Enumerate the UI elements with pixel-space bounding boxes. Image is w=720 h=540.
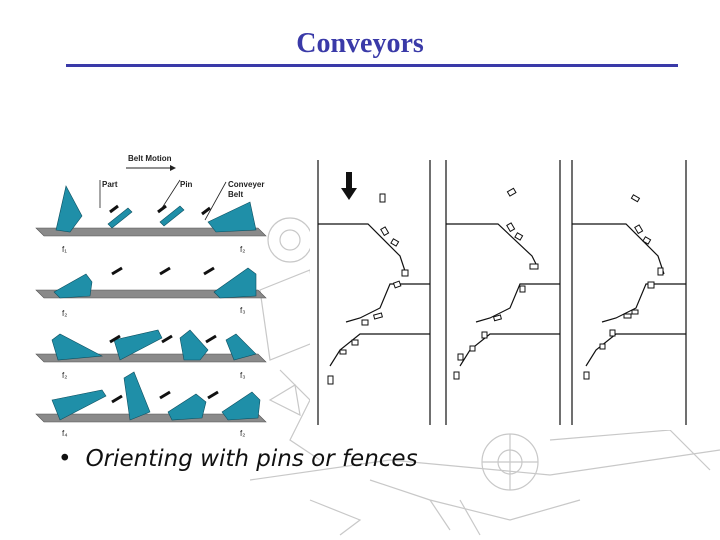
part xyxy=(54,274,92,298)
bullet-text: Orienting with pins or fences xyxy=(86,446,418,472)
pin xyxy=(204,268,214,274)
pin xyxy=(110,206,118,212)
belt-label: Belt xyxy=(228,190,243,199)
part xyxy=(168,394,206,420)
pin-orientation-figure: Belt Motion Part Pin Conveyer Belt f₁ f₂… xyxy=(30,150,270,440)
part-label: Part xyxy=(102,180,118,189)
pin xyxy=(160,392,170,398)
pin xyxy=(112,268,122,274)
pin xyxy=(162,336,172,342)
belt-motion-arrowhead xyxy=(170,165,176,171)
f2-label: f₂ xyxy=(240,429,245,438)
bullet-dot: • xyxy=(58,446,72,472)
conveyer-label: Conveyer xyxy=(228,180,264,189)
f3-label: f₃ xyxy=(240,306,245,315)
pin xyxy=(160,268,170,274)
f2-label: f₂ xyxy=(240,245,245,254)
slide-title: Conveyors xyxy=(0,28,720,60)
part xyxy=(222,392,260,420)
pin-leader xyxy=(162,180,180,208)
part xyxy=(180,330,208,360)
bullet-item: • Orienting with pins or fences xyxy=(58,446,418,472)
pin xyxy=(208,392,218,398)
part xyxy=(56,186,82,232)
part xyxy=(208,202,256,232)
pin-label: Pin xyxy=(180,180,193,189)
f2-label: f₂ xyxy=(62,309,67,318)
fence-orientation-figure xyxy=(310,150,690,430)
f2-label: f₂ xyxy=(62,371,67,380)
pin xyxy=(112,396,122,402)
belt-motion-label: Belt Motion xyxy=(128,154,172,163)
part xyxy=(214,268,256,298)
pin xyxy=(206,336,216,342)
part xyxy=(52,334,102,360)
f1-label: f₁ xyxy=(62,245,67,254)
f3-label: f₃ xyxy=(240,371,245,380)
belt-leader xyxy=(205,182,226,220)
pin xyxy=(158,206,166,212)
f4-label: f₄ xyxy=(62,429,68,438)
title-underline xyxy=(66,64,678,67)
part xyxy=(124,372,150,420)
